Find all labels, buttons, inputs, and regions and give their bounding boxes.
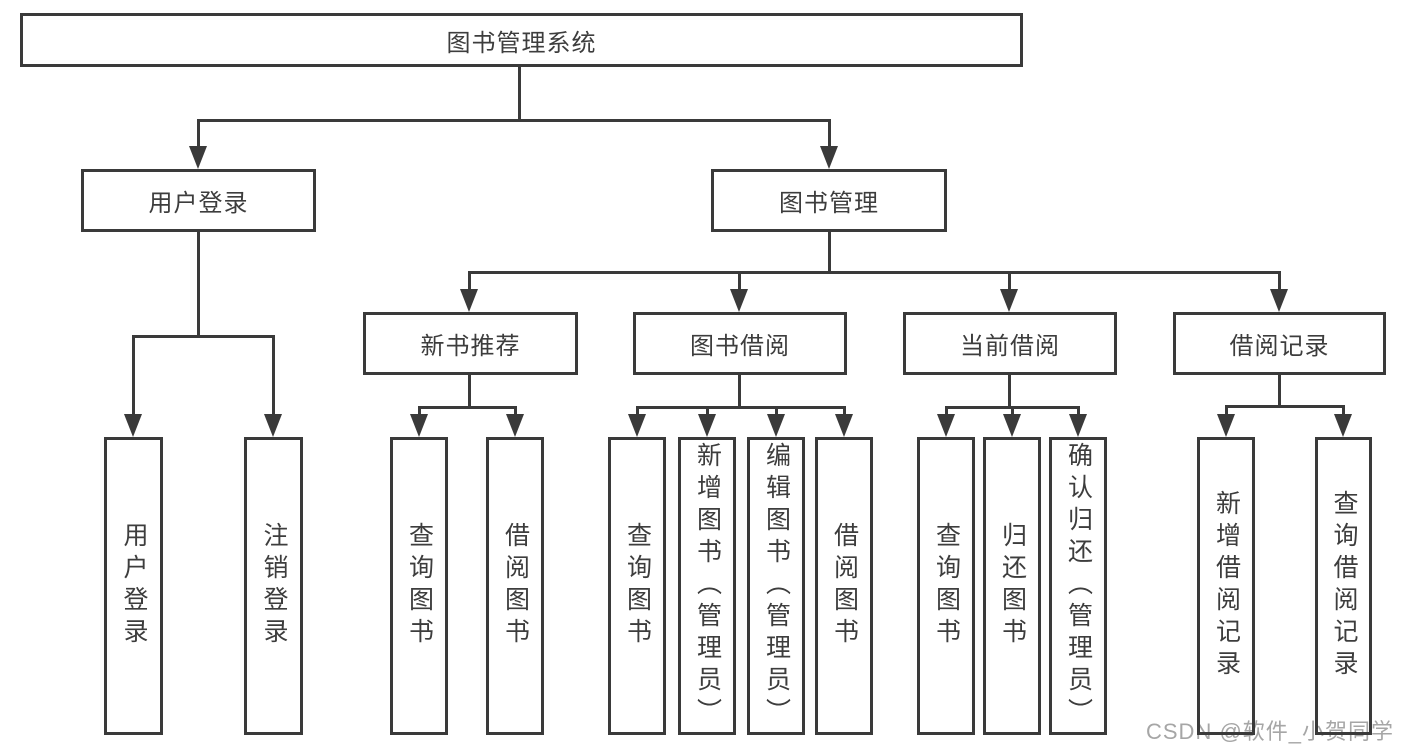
arrowhead-down-icon (124, 414, 142, 437)
leaf-query-books-current: 查询图书 (917, 437, 975, 735)
leaf-borrow-books-recommend: 借阅图书 (486, 437, 544, 735)
node-borrowing-records: 借阅记录 (1173, 312, 1386, 375)
leaf-logout: 注销登录 (244, 437, 303, 735)
node-current-borrowing: 当前借阅 (903, 312, 1117, 375)
connector-root-stem (518, 66, 521, 121)
node-label: 借阅图书 (501, 522, 530, 650)
connector-arrow-stem (1278, 271, 1281, 289)
arrowhead-down-icon (506, 414, 524, 437)
connector-book-borrow-stem (738, 374, 741, 408)
connector-arrow-stem (1011, 406, 1014, 414)
arrowhead-down-icon (835, 414, 853, 437)
node-label: 查询图书 (932, 522, 961, 650)
node-label: 图书管理系统 (446, 29, 597, 57)
node-label: 查询图书 (405, 522, 434, 650)
connector-arrow-stem (738, 271, 741, 289)
connector-user-login-stem (197, 231, 200, 337)
leaf-borrow-books-borrowing: 借阅图书 (815, 437, 873, 735)
arrowhead-down-icon (767, 414, 785, 437)
connector-arrow-stem (1225, 405, 1228, 414)
node-label: 新增借阅记录 (1212, 490, 1241, 682)
node-book-management: 图书管理 (711, 169, 947, 232)
node-user-login: 用户登录 (81, 169, 316, 232)
connector-new-recommend-stem (468, 374, 471, 408)
node-label: 图书借阅 (690, 333, 790, 360)
connector-arrow-stem (1077, 406, 1080, 414)
connector-current-borrow-stem (1008, 374, 1011, 408)
arrowhead-down-icon (820, 146, 838, 169)
watermark: CSDN @软件_小贺同学 (1146, 719, 1395, 744)
leaf-query-books-borrowing: 查询图书 (608, 437, 666, 735)
arrowhead-down-icon (410, 414, 428, 437)
arrowhead-down-icon (698, 414, 716, 437)
leaf-edit-book-admin: 编辑图书（管理员） (747, 437, 805, 735)
node-new-book-recommend: 新书推荐 (363, 312, 578, 375)
arrowhead-down-icon (1003, 414, 1021, 437)
arrowhead-down-icon (264, 414, 282, 437)
connector-bar-new-recommend (418, 406, 517, 409)
connector-bar-records (1225, 405, 1344, 408)
node-label: 用户登录 (120, 522, 148, 650)
node-label: 新书推荐 (420, 333, 521, 360)
connector-arrow-stem (468, 271, 471, 289)
connector-records-stem (1278, 374, 1281, 407)
connector-bar-book-borrow (636, 406, 845, 409)
leaf-return-books: 归还图书 (983, 437, 1041, 735)
arrowhead-down-icon (460, 289, 478, 312)
leaf-add-borrow-record: 新增借阅记录 (1197, 437, 1255, 735)
node-book-borrowing: 图书借阅 (633, 312, 847, 375)
connector-arrow-stem (514, 406, 517, 414)
connector-arrow-stem (775, 406, 778, 414)
connector-bar-level1 (197, 119, 831, 122)
connector-arrow-stem (843, 406, 846, 414)
node-label: 借阅记录 (1229, 333, 1330, 360)
connector-arrow-stem (418, 406, 421, 414)
leaf-add-book-admin: 新增图书（管理员） (678, 437, 736, 735)
connector-arrow-stem (636, 406, 639, 414)
arrowhead-down-icon (1270, 289, 1288, 312)
arrowhead-down-icon (937, 414, 955, 437)
node-label: 编辑图书（管理员） (762, 442, 791, 730)
connector-arrow-stem (197, 119, 200, 146)
node-label: 借阅图书 (830, 522, 859, 650)
arrowhead-down-icon (1000, 289, 1018, 312)
arrowhead-down-icon (1069, 414, 1087, 437)
node-label: 用户登录 (148, 190, 249, 217)
node-label: 注销登录 (260, 522, 288, 650)
leaf-query-borrow-record: 查询借阅记录 (1315, 437, 1372, 735)
node-label: 当前借阅 (960, 333, 1060, 360)
leaf-user-login: 用户登录 (104, 437, 163, 735)
node-label: 新增图书（管理员） (693, 442, 722, 730)
connector-arrow-stem (828, 119, 831, 146)
connector-arrow-stem (945, 406, 948, 414)
connector-arrow-stem (1342, 405, 1345, 414)
node-label: 查询借阅记录 (1330, 490, 1358, 682)
leaf-confirm-return-admin: 确认归还（管理员） (1049, 437, 1107, 735)
connector-arrow-stem (706, 406, 709, 414)
connector-book-mgmt-stem (828, 231, 831, 273)
connector-bar-user-login (132, 335, 275, 338)
arrowhead-down-icon (730, 289, 748, 312)
connector-arrow-stem (1008, 271, 1011, 289)
node-label: 归还图书 (998, 522, 1027, 650)
node-label: 图书管理 (779, 190, 879, 217)
connector-arrow-stem (132, 335, 135, 414)
connector-bar-book-mgmt (469, 271, 1281, 274)
connector-arrow-stem (272, 335, 275, 414)
leaf-query-books-recommend: 查询图书 (390, 437, 448, 735)
arrowhead-down-icon (1217, 414, 1235, 437)
arrowhead-down-icon (1334, 414, 1352, 437)
node-label: 确认归还（管理员） (1064, 442, 1093, 730)
arrowhead-down-icon (628, 414, 646, 437)
node-library-system-root: 图书管理系统 (20, 13, 1023, 67)
node-label: 查询图书 (623, 522, 652, 650)
arrowhead-down-icon (189, 146, 207, 169)
